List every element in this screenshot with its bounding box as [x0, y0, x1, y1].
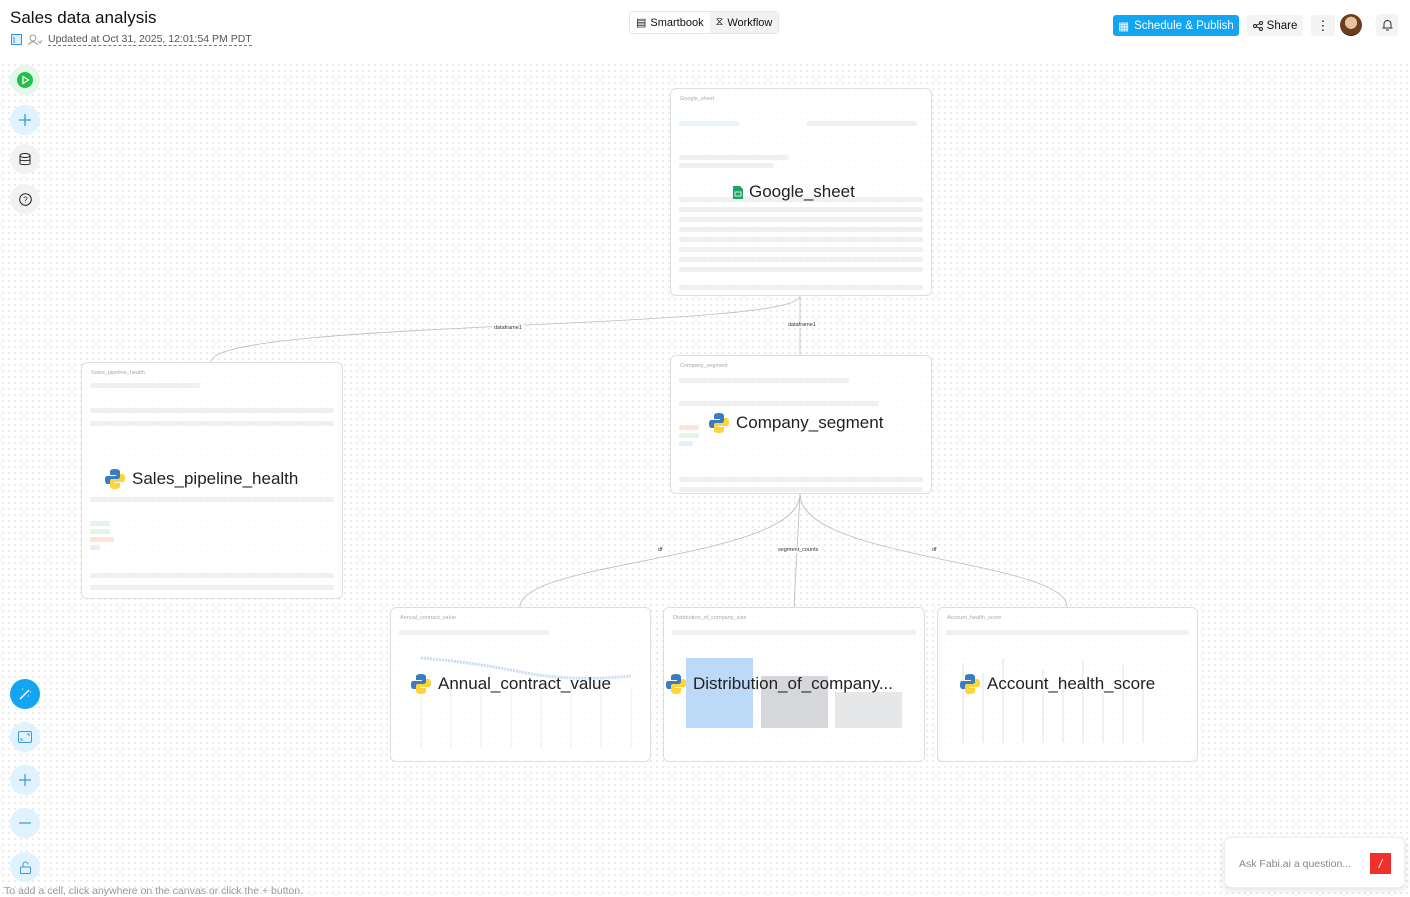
tab-smartbook[interactable]: ▤Smartbook [636, 16, 704, 30]
svg-text:?: ? [23, 195, 28, 204]
updated-timestamp: Updated at Oct 31, 2025, 12:01:54 PM PDT [48, 33, 252, 46]
bell-icon [1382, 20, 1392, 31]
help-button[interactable]: ? [10, 184, 40, 214]
edge-label: df [656, 547, 665, 553]
cell-label: Distribution_of_company... [665, 673, 893, 695]
play-icon [17, 72, 33, 88]
python-icon [960, 674, 980, 694]
page-title: Sales data analysis [10, 8, 157, 27]
cell-google-sheet[interactable]: Google_sheet [670, 88, 932, 296]
smartbook-tab-icon: ▤ [636, 17, 647, 29]
zoom-in-icon [19, 774, 31, 786]
ask-placeholder: Ask Fabi.ai a question... [1239, 858, 1352, 870]
edge-segment-acv [519, 493, 801, 608]
fit-view-icon [18, 731, 32, 743]
subtitle-row: Updated at Oct 31, 2025, 12:01:54 PM PDT [11, 33, 252, 46]
chart-preview [420, 656, 632, 748]
notifications-button[interactable] [1376, 14, 1398, 36]
cell-label: Annual_contract_value [410, 673, 611, 695]
database-icon [19, 152, 31, 165]
smartbook-icon[interactable] [11, 34, 22, 45]
edge-segment-health [799, 493, 1068, 608]
cell-label: Google_sheet [733, 182, 855, 202]
canvas-hint: To add a cell, click anywhere on the can… [4, 885, 304, 897]
grid-icon: ▦ [1118, 20, 1130, 33]
bar-preview [686, 658, 753, 728]
cell-header: Sales_pipeline_health [91, 370, 145, 376]
google-sheet-icon [733, 185, 743, 199]
share-icon [1252, 20, 1263, 31]
add-cell-button[interactable] [10, 105, 40, 135]
python-icon [105, 469, 125, 489]
ask-fabi-input[interactable]: Ask Fabi.ai a question... / [1224, 837, 1405, 888]
schedule-publish-button[interactable]: ▦Schedule & Publish [1113, 15, 1239, 36]
cell-header: Distribution_of_company_size [673, 615, 747, 621]
share-button[interactable]: Share [1247, 15, 1303, 36]
tab-workflow[interactable]: ⧖Workflow [709, 12, 779, 33]
bar-preview [761, 676, 828, 728]
chart-preview [962, 658, 1144, 743]
bar-preview [835, 692, 902, 728]
python-icon [411, 674, 431, 694]
plus-icon [19, 114, 31, 126]
edge-label: segment_counts [776, 547, 821, 553]
cell-label: Account_health_score [959, 673, 1155, 695]
avatar[interactable] [1340, 14, 1362, 36]
fabi-logo-icon[interactable]: / [1370, 853, 1391, 874]
cell-header: Google_sheet [680, 96, 715, 102]
data-sources-button[interactable] [10, 144, 40, 174]
unlock-icon [19, 861, 31, 874]
cell-label: Company_segment [708, 412, 883, 434]
workflow-icon: ⧖ [715, 16, 724, 28]
zoom-out-button[interactable] [10, 808, 40, 838]
cell-annual-contract-value[interactable]: Annual_contract_value [390, 607, 651, 762]
cell-account-health-score[interactable]: Account_health_score [937, 607, 1198, 762]
help-icon: ? [18, 192, 32, 206]
cell-header: Annual_contract_value [400, 615, 456, 621]
cell-distribution-company-size[interactable]: Distribution_of_company_size [663, 607, 925, 762]
run-button[interactable] [10, 65, 40, 95]
python-icon [709, 413, 729, 433]
cell-header: Company_segment [680, 363, 728, 369]
fit-view-button[interactable] [10, 722, 40, 752]
cell-header: Account_health_score [947, 615, 1002, 621]
view-switcher: ▤Smartbook ⧖Workflow [629, 11, 780, 34]
more-menu-button[interactable]: ⋮ [1311, 15, 1335, 36]
zoom-in-button[interactable] [10, 765, 40, 795]
edge-label: dataframe1 [492, 325, 524, 331]
ai-magic-button[interactable] [10, 679, 40, 709]
edge-label: df [930, 547, 939, 553]
zoom-out-icon [19, 822, 31, 824]
magic-wand-icon [19, 688, 31, 700]
lock-button[interactable] [10, 852, 40, 882]
python-icon [666, 674, 686, 694]
user-icon[interactable] [28, 34, 42, 45]
edge-label: dataframe1 [786, 322, 818, 328]
cell-label: Sales_pipeline_health [104, 468, 298, 490]
